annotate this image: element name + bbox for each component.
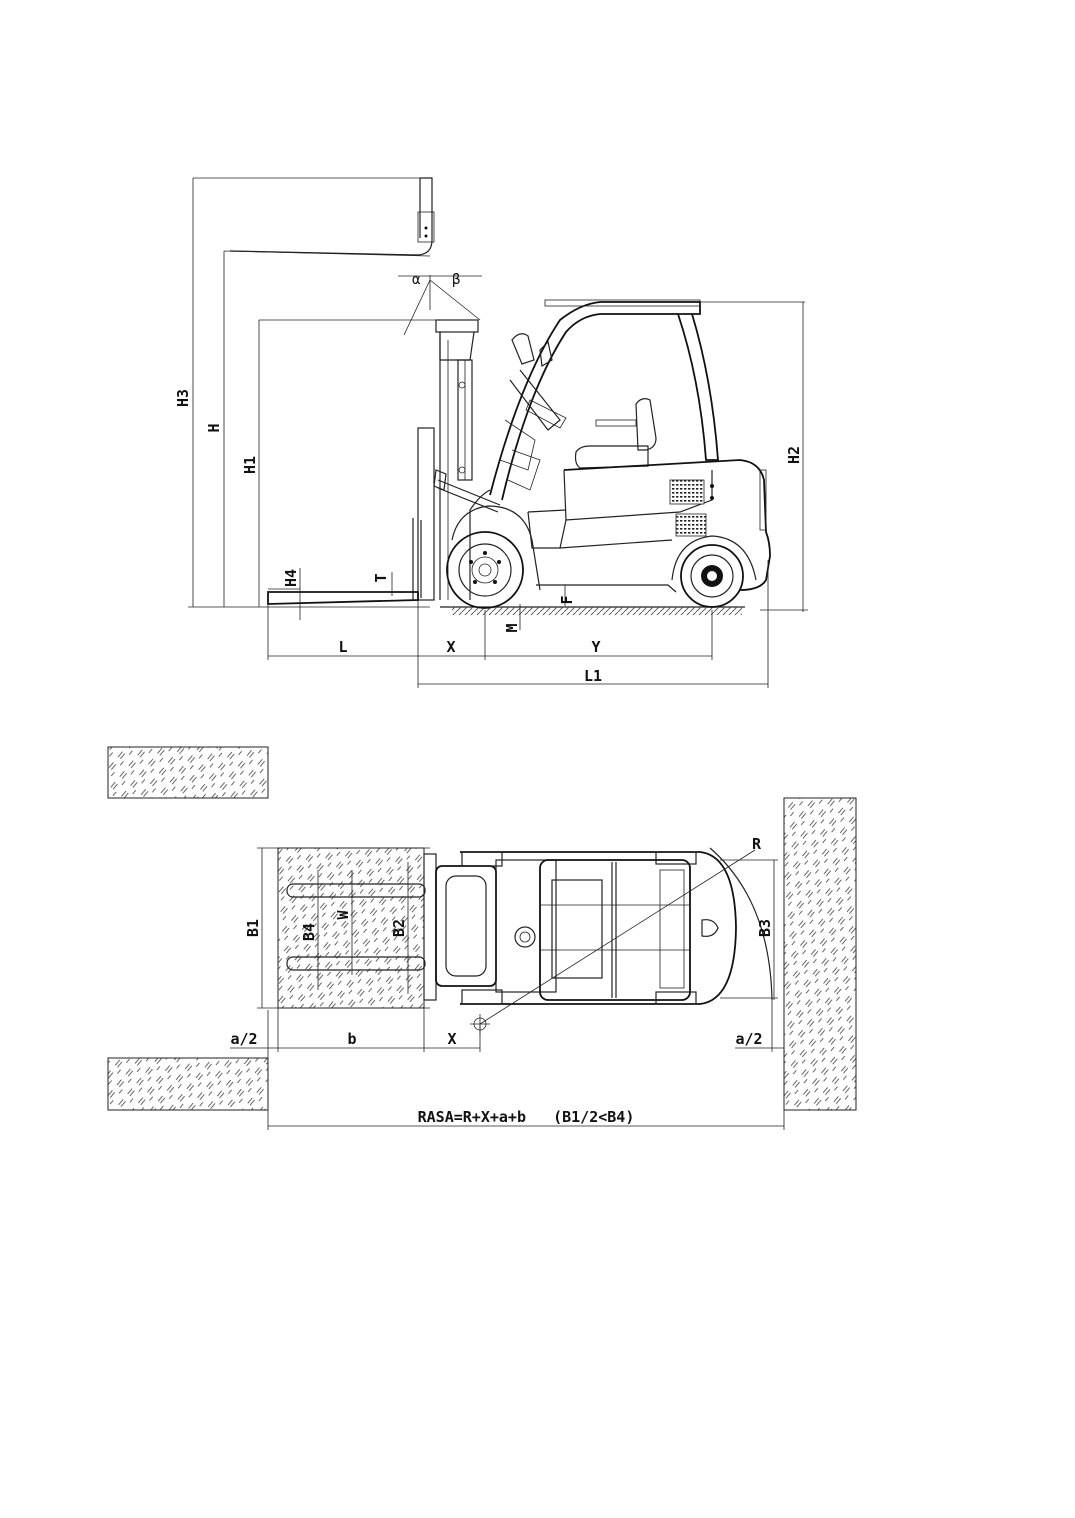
aisle-dimensions: a/2 b X a/2 RASA=R+X+a+b (B1/2<B4) <box>230 1000 785 1130</box>
clearance-markers: F M <box>503 585 576 633</box>
beta-label: β <box>452 272 460 288</box>
b3-label: B3 <box>756 919 774 937</box>
dimension-h3: H3 <box>174 177 430 608</box>
wall-right <box>783 797 857 1111</box>
h4-label: H4 <box>282 569 300 587</box>
length-dimensions: L X Y L1 <box>267 560 769 688</box>
truck-top-outline <box>423 851 737 1005</box>
dimension-h: H <box>205 250 431 607</box>
a-half-right-label: a/2 <box>735 1030 762 1048</box>
h2-label: H2 <box>785 446 803 464</box>
front-wheel <box>446 505 541 609</box>
top-forks <box>286 883 426 971</box>
a-half-left-label: a/2 <box>230 1030 257 1048</box>
l1-label: L1 <box>584 667 602 685</box>
wall-top-left <box>107 746 269 799</box>
h3-label: H3 <box>174 389 192 407</box>
top-view: B1 B4 W B2 <box>107 746 857 1130</box>
h1-label: H1 <box>241 456 259 474</box>
overhead-guard <box>489 299 719 501</box>
x-label-top: X <box>447 1030 456 1048</box>
dimension-b2: B2 <box>390 862 409 994</box>
x-label: X <box>446 638 455 656</box>
b1-label: B1 <box>244 919 262 937</box>
dimension-b3: B3 <box>720 859 778 1000</box>
b2-label: B2 <box>390 919 408 937</box>
dimension-h2: H2 <box>700 301 808 612</box>
l-label: L <box>338 638 347 656</box>
r-label: R <box>752 835 762 853</box>
wall-bottom-left <box>107 1057 269 1111</box>
mast <box>412 319 479 601</box>
t-label: T <box>372 573 390 582</box>
steering-column <box>499 333 567 491</box>
alpha-label: α <box>412 272 421 288</box>
dimension-w: W <box>334 870 353 975</box>
dimension-b1: B1 <box>244 847 430 1009</box>
tilt-cylinder <box>433 469 501 513</box>
f-label: F <box>558 595 576 604</box>
h-label: H <box>205 423 223 432</box>
b4-label: B4 <box>300 923 318 941</box>
rasa-formula: RASA=R+X+a+b (B1/2<B4) <box>418 1108 635 1126</box>
dimension-b4: B4 <box>300 870 319 990</box>
pallet-load <box>277 847 425 1009</box>
chassis-body <box>469 459 771 600</box>
lowered-forks: H4 T <box>267 568 419 620</box>
m-label: M <box>503 623 521 632</box>
tilt-angle-markers: α β <box>398 272 482 336</box>
dimension-h1: H1 <box>241 319 440 607</box>
y-label: Y <box>591 638 600 656</box>
raised-fork-carriage <box>229 177 435 256</box>
operator-seat <box>574 398 657 469</box>
w-label: W <box>334 910 352 920</box>
rear-wheel <box>671 535 757 608</box>
b-label: b <box>347 1030 356 1048</box>
side-view: H3 H H1 α β <box>174 177 808 688</box>
